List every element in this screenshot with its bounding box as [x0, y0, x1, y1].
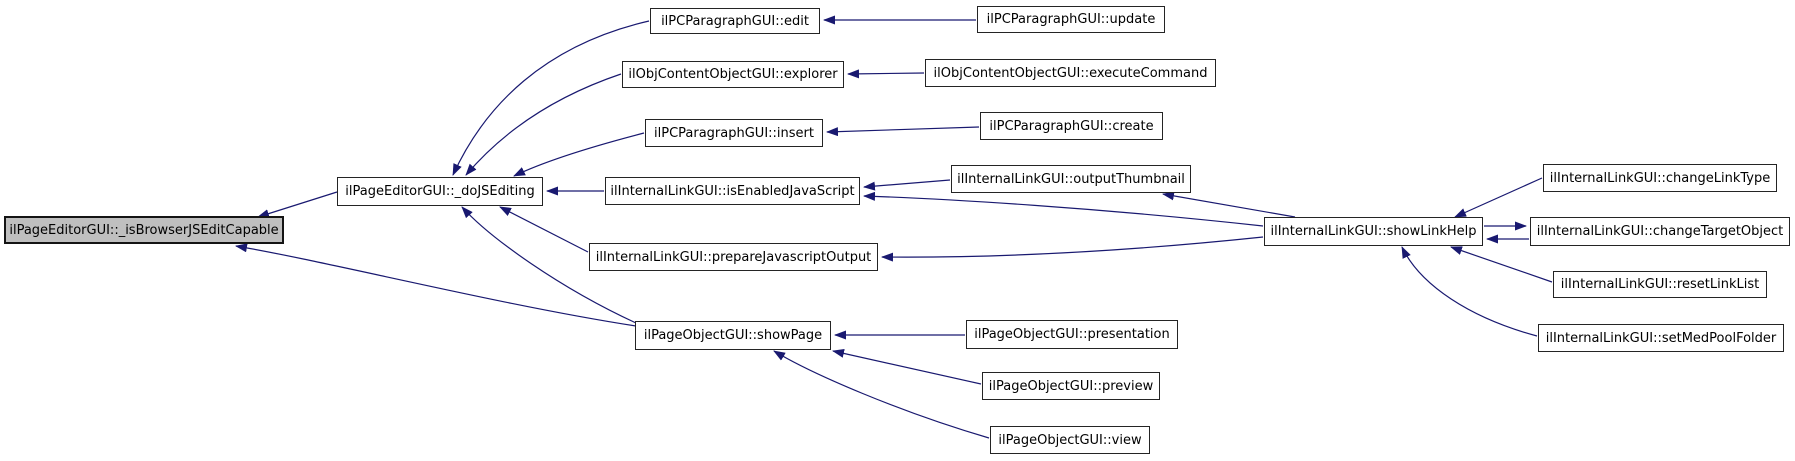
node-changeLinkType[interactable]: ilInternalLinkGUI::changeLinkType	[1543, 164, 1777, 192]
node-changeTargetObject[interactable]: ilInternalLinkGUI::changeTargetObject	[1530, 217, 1790, 246]
node-explorer[interactable]: ilObjContentObjectGUI::explorer	[622, 61, 844, 88]
edge-preview-showPage	[832, 349, 982, 385]
edge-edit-doJSEditing	[452, 20, 650, 176]
node-outputThumbnail[interactable]: ilInternalLinkGUI::outputThumbnail	[951, 165, 1191, 193]
node-isBrowserJSEditCapable: ilPageEditorGUI::_isBrowserJSEditCapable	[4, 216, 284, 244]
node-edit[interactable]: ilPCParagraphGUI::edit	[650, 8, 820, 34]
edge-setMedPoolFolder-showLinkHelp	[1401, 246, 1538, 337]
edge-showLinkHelp-isEnabledJavaScript	[863, 191, 1264, 227]
edge-doJSEditing-isBrowserJSEditCapable	[257, 191, 338, 218]
node-executeCommand[interactable]: ilObjContentObjectGUI::executeCommand	[925, 59, 1216, 87]
node-presentation[interactable]: ilPageObjectGUI::presentation	[966, 320, 1178, 349]
node-view[interactable]: ilPageObjectGUI::view	[990, 426, 1150, 454]
edge-showLinkHelp-prepareJavascriptOutput	[881, 236, 1264, 262]
edge-executeCommand-explorer	[847, 69, 925, 79]
edge-insert-doJSEditing	[513, 132, 645, 177]
node-doJSEditing[interactable]: ilPageEditorGUI::_doJSEditing	[337, 177, 543, 206]
node-insert[interactable]: ilPCParagraphGUI::insert	[645, 119, 823, 147]
node-create[interactable]: ilPCParagraphGUI::create	[980, 112, 1163, 140]
node-preview[interactable]: ilPageObjectGUI::preview	[982, 372, 1160, 400]
edge-showPage-isBrowserJSEditCapable	[235, 243, 637, 327]
node-setMedPoolFolder[interactable]: ilInternalLinkGUI::setMedPoolFolder	[1538, 324, 1784, 352]
edge-resetLinkList-showLinkHelp	[1450, 246, 1553, 283]
node-showPage[interactable]: ilPageObjectGUI::showPage	[635, 321, 831, 350]
node-prepareJavascriptOutput[interactable]: ilInternalLinkGUI::prepareJavascriptOutp…	[589, 243, 878, 271]
edge-explorer-doJSEditing	[465, 73, 622, 176]
edge-create-insert	[826, 126, 980, 137]
edge-outputThumbnail-isEnabledJavaScript	[863, 179, 951, 191]
edge-prepareJavascriptOutput-doJSEditing	[499, 206, 589, 253]
node-resetLinkList[interactable]: ilInternalLinkGUI::resetLinkList	[1553, 271, 1767, 298]
edge-showPage-doJSEditing	[461, 206, 637, 324]
node-isEnabledJavaScript[interactable]: ilInternalLinkGUI::isEnabledJavaScript	[605, 177, 860, 205]
edge-view-showPage	[773, 350, 990, 439]
node-showLinkHelp[interactable]: ilInternalLinkGUI::showLinkHelp	[1264, 217, 1483, 246]
edge-changeLinkType-showLinkHelp	[1454, 177, 1543, 218]
edge-showLinkHelp-outputThumbnail	[1162, 191, 1296, 218]
node-update[interactable]: ilPCParagraphGUI::update	[977, 6, 1165, 33]
